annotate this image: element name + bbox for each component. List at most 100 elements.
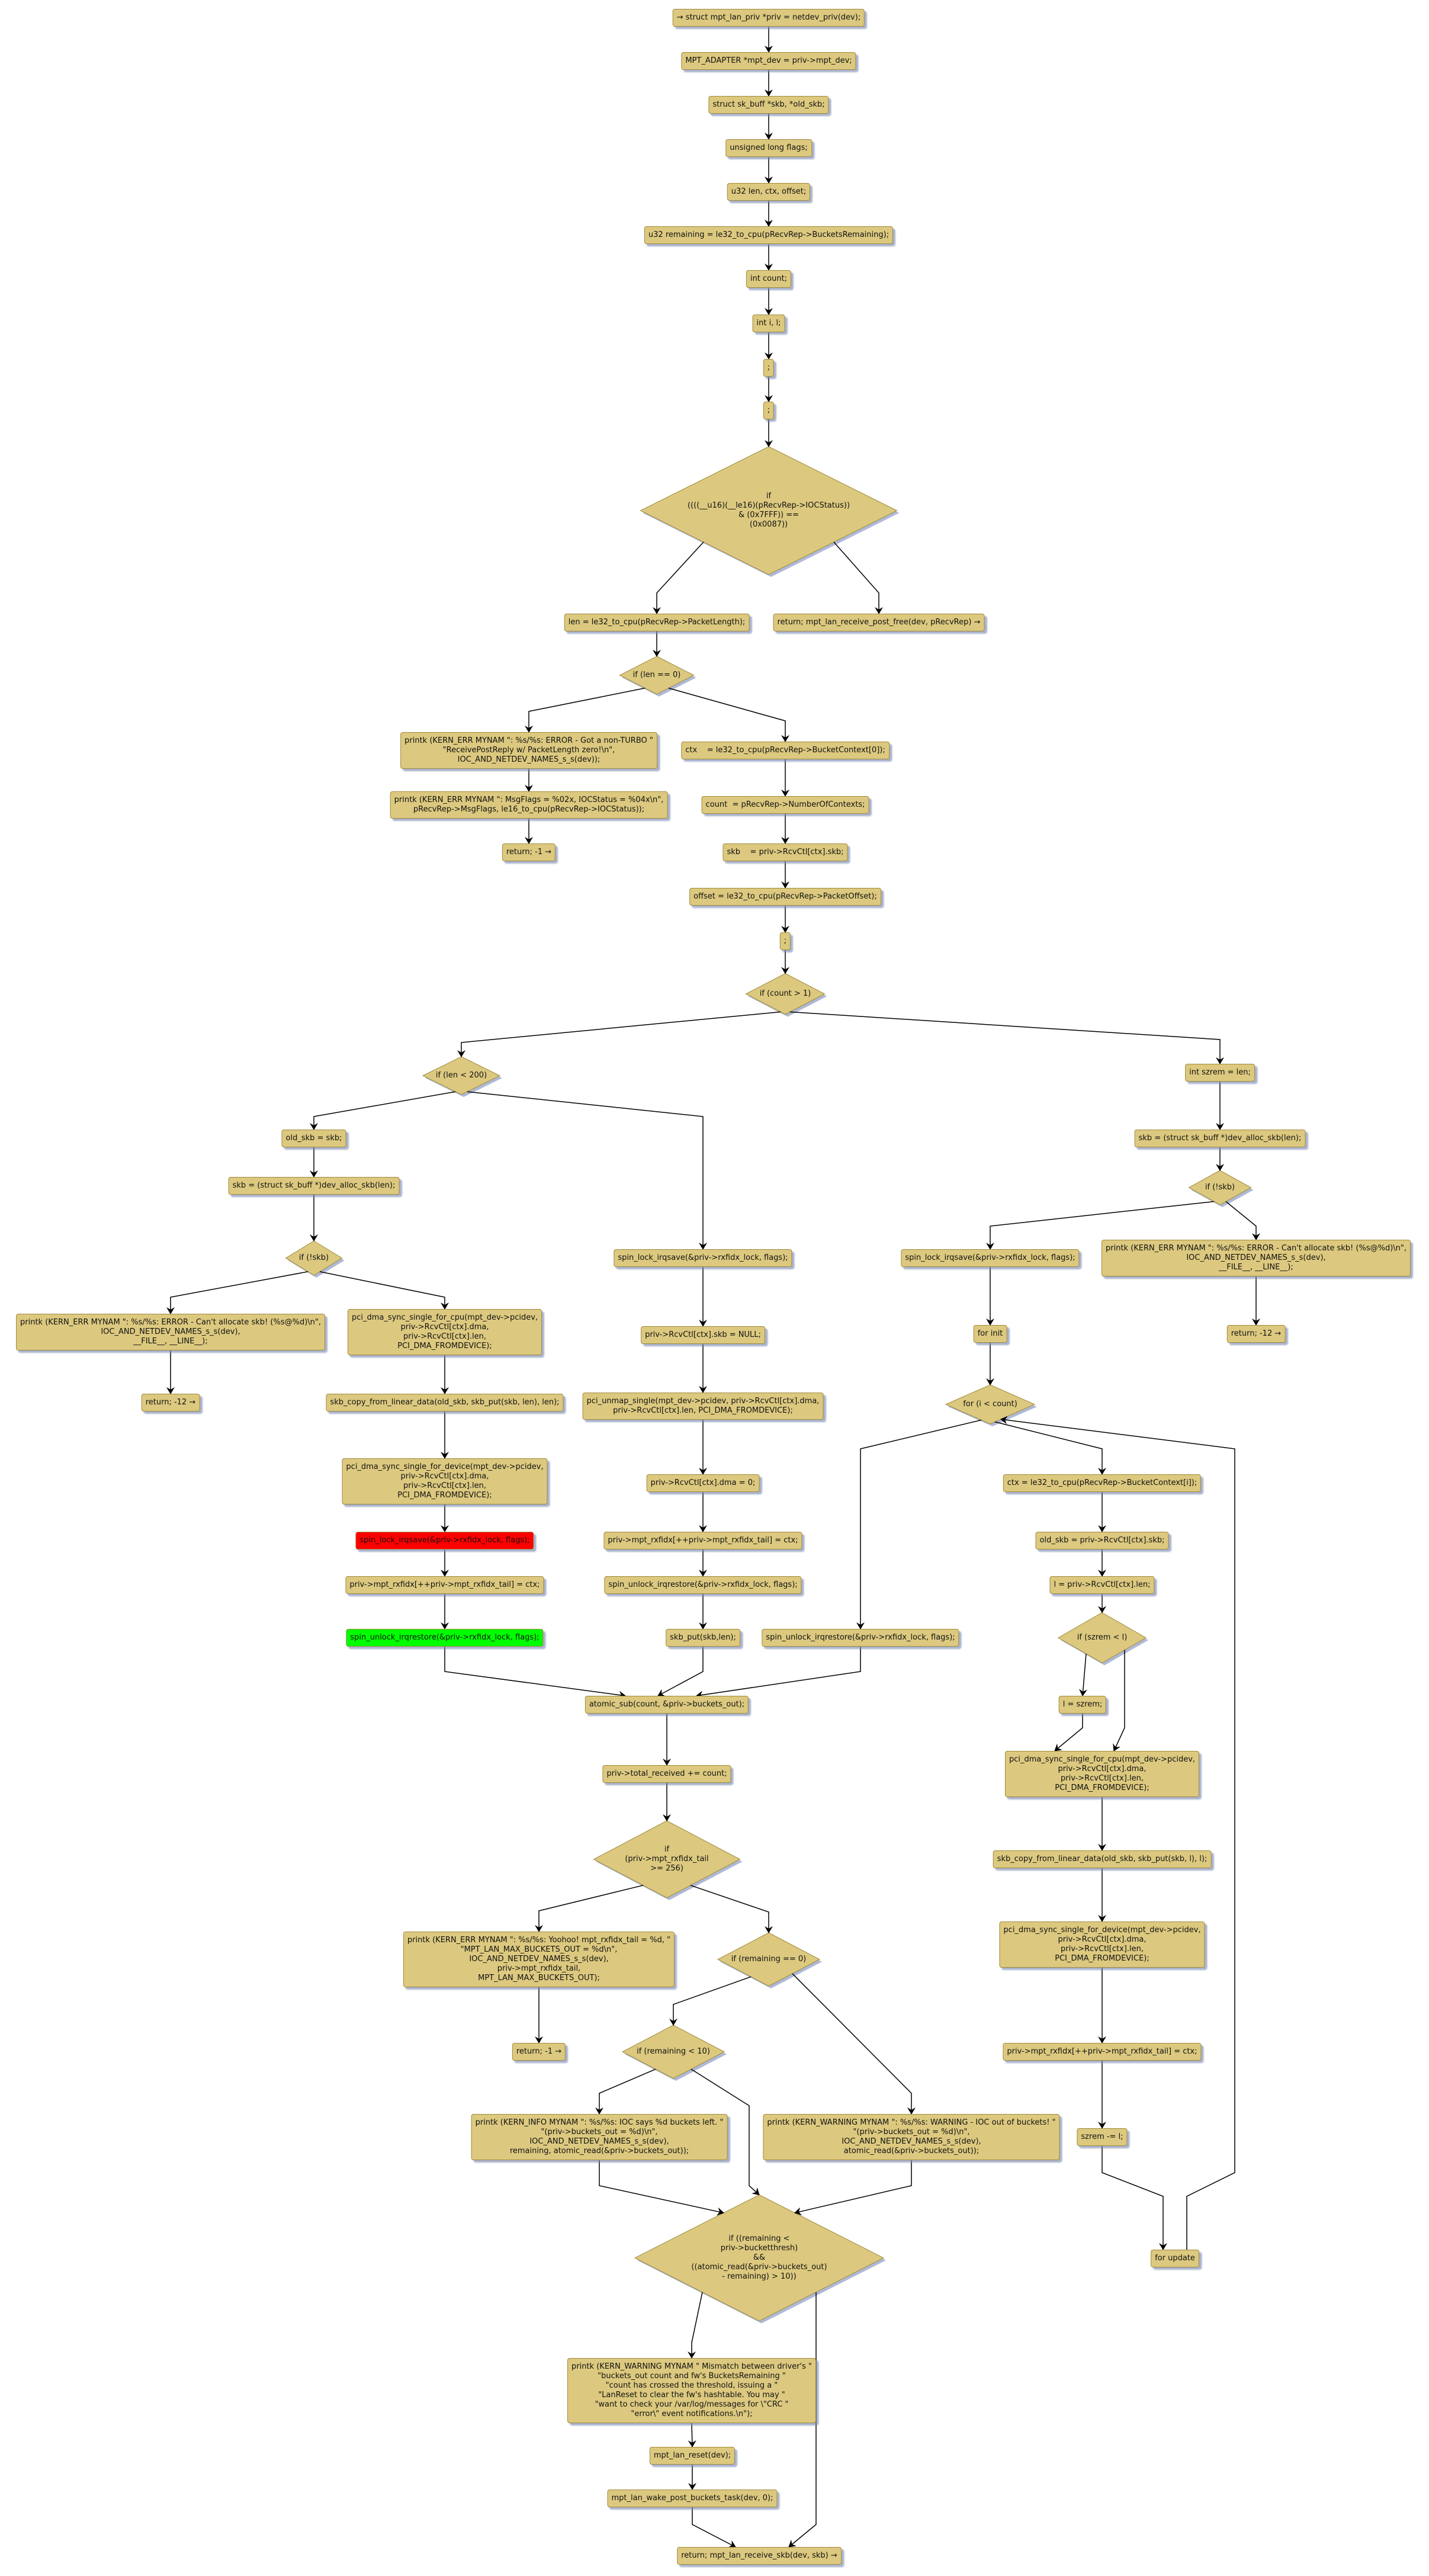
flow-arrow — [653, 541, 704, 614]
len-lt-200-condition-label: if (len < 200) — [435, 1071, 487, 1080]
remaining-zero-condition-diamond — [717, 1932, 821, 1987]
empty-statement-step: ; — [779, 932, 791, 950]
flow-arrow — [789, 1011, 1224, 1064]
spin-unlock-step: spin_unlock_irqrestore(&priv->rxfidx_loc… — [346, 1629, 544, 1647]
skb-null-condition-diamond — [285, 1240, 343, 1276]
statement-step: atomic_sub(count, &priv->buckets_out); — [585, 1696, 749, 1714]
return-step: return; -1 → — [512, 2043, 566, 2061]
flow-arrow — [1225, 1201, 1260, 1240]
statement-step: pci_dma_sync_single_for_device(mpt_dev->… — [342, 1458, 548, 1504]
flow-arrow — [788, 2292, 817, 2548]
declaration-step: struct sk_buff *skb, *old_skb; — [708, 96, 829, 114]
flow-arrow — [1000, 1416, 1235, 2250]
statement-step: priv->RcvCtl[ctx].skb = NULL; — [641, 1326, 765, 1344]
for-init-step: for init — [973, 1325, 1007, 1343]
statement-step: pci_dma_sync_single_for_cpu(mpt_dev->pci… — [347, 1309, 542, 1355]
szrem-condition-label: if (szrem < l) — [1077, 1633, 1128, 1642]
flow-arrow — [994, 1421, 1106, 1475]
printk-step: printk (KERN_ERR MYNAM ": %s/%s: ERROR -… — [15, 1314, 326, 1350]
declaration-step: int i, l; — [752, 315, 785, 332]
remaining-lt-10-condition-diamond — [621, 2025, 725, 2079]
flow-arrow — [986, 1201, 1215, 1250]
statement-step: l = priv->RcvCtl[ctx].len; — [1049, 1576, 1155, 1594]
statement-step: skb = (struct sk_buff *)dev_alloc_skb(le… — [228, 1177, 400, 1195]
statement-step: mpt_lan_reset(dev); — [649, 2447, 736, 2465]
for-loop-condition-label: for (i < count) — [963, 1400, 1017, 1409]
for-loop-condition-diamond — [945, 1384, 1036, 1425]
statement-step: pci_dma_sync_single_for_cpu(mpt_dev->pci… — [1004, 1751, 1200, 1797]
spin-unlock-step: spin_unlock_irqrestore(&priv->rxfidx_loc… — [604, 1576, 802, 1594]
printk-step: printk (KERN_INFO MYNAM ": %s/%s: IOC sa… — [471, 2114, 728, 2160]
ioc-status-condition-label: if ((((__u16)(__le16)(pRecvRep->IOCStatu… — [687, 492, 850, 529]
szrem-condition-diamond — [1057, 1612, 1147, 1664]
flow-arrow — [692, 2507, 736, 2548]
flow-arrow — [595, 2068, 656, 2115]
statement-step: skb_copy_from_linear_data(old_skb, skb_p… — [326, 1394, 564, 1411]
flow-arrow — [599, 2160, 724, 2216]
flow-arrow — [525, 688, 646, 733]
flow-arrow — [1054, 1714, 1083, 1751]
statement-step: pci_dma_sync_single_for_device(mpt_dev->… — [999, 1921, 1205, 1968]
statement-step: pci_unmap_single(mpt_dev->pcidev, priv->… — [582, 1393, 824, 1420]
flow-arrow — [1102, 2146, 1167, 2250]
flow-arrow — [319, 1271, 449, 1310]
spin-unlock-step: spin_unlock_irqrestore(&priv->rxfidx_loc… — [762, 1629, 959, 1647]
remaining-zero-condition-label: if (remaining == 0) — [731, 1955, 807, 1964]
spin-lock-step: spin_lock_irqsave(&priv->rxfidx_lock, fl… — [614, 1249, 792, 1267]
statement-step: offset = le32_to_cpu(pRecvRep->PacketOff… — [689, 888, 881, 906]
return-step: return; mpt_lan_receive_post_free(dev, p… — [773, 614, 985, 631]
rxfidx-tail-condition-label: if (priv->mpt_rxfidx_tail >= 256) — [625, 1845, 709, 1873]
flow-arrow — [657, 1647, 704, 1696]
flow-arrow — [792, 1973, 916, 2115]
statement-step: priv->mpt_rxfidx[++priv->mpt_rxfidx_tail… — [1003, 2043, 1202, 2061]
statement-step: count = pRecvRep->NumberOfContexts; — [701, 796, 869, 814]
empty-statement-step: ; — [763, 359, 775, 377]
count-condition-label: if (count > 1) — [759, 989, 811, 998]
declaration-step: u32 len, ctx, offset; — [727, 183, 811, 201]
skb-null-condition-label: if (!skb) — [298, 1253, 329, 1262]
flow-arrow — [444, 1647, 626, 1699]
remaining-lt-10-condition-label: if (remaining < 10) — [637, 2047, 710, 2056]
flow-arrow — [1078, 1653, 1087, 1696]
statement-step: skb_copy_from_linear_data(old_skb, skb_p… — [993, 1850, 1212, 1868]
statement-step: len = le32_to_cpu(pRecvRep->PacketLength… — [564, 614, 750, 631]
flow-arrow — [467, 1091, 707, 1250]
rxfidx-tail-condition-diamond — [593, 1820, 741, 1898]
ioc-status-condition-diamond — [640, 446, 898, 575]
empty-statement-step: ; — [763, 402, 775, 419]
statement-step: skb_put(skb,len); — [666, 1629, 740, 1647]
spin-lock-step: spin_lock_irqsave(&priv->rxfidx_lock, fl… — [355, 1532, 534, 1550]
statement-step: priv->RcvCtl[ctx].dma = 0; — [646, 1474, 760, 1492]
statement-step: mpt_lan_wake_post_buckets_task(dev, 0); — [607, 2490, 778, 2507]
bucket-threshold-condition-diamond — [634, 2194, 885, 2322]
flow-arrow — [688, 2292, 703, 2359]
for-update-step: for update — [1151, 2250, 1199, 2267]
declaration-step: int count; — [746, 270, 792, 288]
flow-arrow — [166, 1271, 309, 1314]
len-zero-condition-diamond — [619, 656, 695, 695]
flow-arrow — [457, 1011, 781, 1057]
statement-step: ctx = le32_to_cpu(pRecvRep->BucketContex… — [681, 742, 889, 759]
statement-step: skb = (struct sk_buff *)dev_alloc_skb(le… — [1134, 1130, 1306, 1147]
printk-step: printk (KERN_ERR MYNAM ": %s/%s: ERROR -… — [1101, 1240, 1411, 1276]
statement-step: priv->total_received += count; — [602, 1765, 731, 1783]
return-step: return; -12 → — [141, 1394, 200, 1411]
flow-arrow — [669, 1976, 752, 2026]
statement-step: skb = priv->RcvCtl[ctx].skb; — [722, 843, 848, 861]
statement-step: szrem -= l; — [1077, 2128, 1128, 2146]
skb-null-condition-diamond — [1188, 1170, 1252, 1205]
len-zero-condition-label: if (len == 0) — [632, 671, 681, 679]
statement-step: ctx = le32_to_cpu(pRecvRep->BucketContex… — [1003, 1474, 1202, 1492]
return-step: return; -12 → — [1226, 1325, 1286, 1343]
spin-lock-step: spin_lock_irqsave(&priv->rxfidx_lock, fl… — [901, 1249, 1080, 1267]
flow-arrow — [696, 1647, 861, 1699]
printk-step: printk (KERN_ERR MYNAM ": %s/%s: Yoohoo!… — [403, 1932, 675, 1987]
printk-step: printk (KERN_WARNING MYNAM " Mismatch be… — [567, 2358, 816, 2423]
flow-arrow — [691, 2068, 760, 2196]
statement-step: old_skb = priv->RcvCtl[ctx].skb; — [1035, 1532, 1169, 1550]
flow-arrow — [690, 1885, 773, 1933]
flow-arrow — [794, 2160, 912, 2216]
statement-step: l = szrem; — [1058, 1696, 1107, 1714]
